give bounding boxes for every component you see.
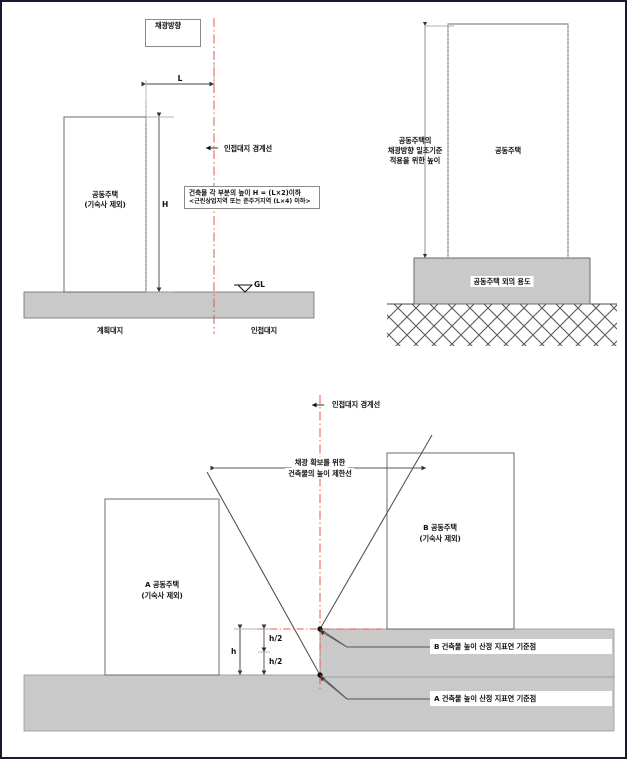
- dimension-H-label: H: [161, 200, 170, 209]
- dimension-L-label: L: [176, 74, 184, 83]
- dimension-h-half-lower-label: h/2: [268, 657, 284, 666]
- height-rule-note-line1: 건축물 각 부분의 높이 H = (L×2)이하: [189, 189, 301, 197]
- height-limit-line-label-line1: 채광 확보를 위한: [291, 457, 349, 468]
- gl-label: GL: [253, 280, 266, 289]
- bottom-diagram-geometry: [23, 395, 615, 732]
- dimension-h-half-upper-label: h/2: [268, 634, 284, 643]
- top-right-diagram-geometry: [387, 22, 617, 346]
- apartment-block-label: 공동주택: [494, 146, 522, 155]
- building-a-label-line1: A 공동주택: [145, 580, 179, 589]
- callout-a-reference-point: A 건축물 높이 산정 지표연 기준점: [434, 694, 537, 703]
- planned-site-label: 계획대지: [96, 326, 124, 335]
- adjacent-site-boundary-label-top: 인접대지 경계선: [224, 144, 272, 153]
- daylight-direction-label: 채광방향: [154, 21, 182, 30]
- height-rule-note-line2: <근린상업지역 또는 준주거지역 (L×4) 이하>: [189, 197, 311, 205]
- adjacent-site-label: 인접대지: [250, 326, 278, 335]
- height-rule-note-box: 건축물 각 부분의 높이 H = (L×2)이하 <근린상업지역 또는 준주거지…: [184, 186, 320, 210]
- apartment-building-label-line1: 공동주택: [91, 190, 119, 199]
- height-basis-label-line1: 공동주택의: [398, 136, 432, 145]
- building-b-label-line1: B 공동주택: [423, 523, 457, 532]
- callout-b-reference-point: B 건축물 높이 산정 지표연 기준점: [434, 642, 537, 651]
- dimension-h-label: h: [230, 647, 238, 656]
- height-basis-label-line3: 적용을 위한 높이: [389, 156, 441, 165]
- non-apartment-use-label: 공동주택 외의 용도: [470, 276, 534, 287]
- height-limit-line-label-line2: 건축물의 높이 제한선: [285, 468, 355, 479]
- height-basis-label-line2: 채광방향 일조기준: [387, 146, 443, 155]
- building-b-label-line2: (기숙사 제외): [419, 534, 461, 543]
- building-a-label-line2: (기숙사 제외): [141, 591, 183, 600]
- apartment-building-label-line2: (기숙사 제외): [84, 200, 126, 209]
- adjacent-site-boundary-label-bottom: 인접대지 경계선: [332, 400, 380, 409]
- top-left-diagram-geometry: [23, 18, 315, 334]
- daylight-direction-legend-box: [145, 19, 201, 47]
